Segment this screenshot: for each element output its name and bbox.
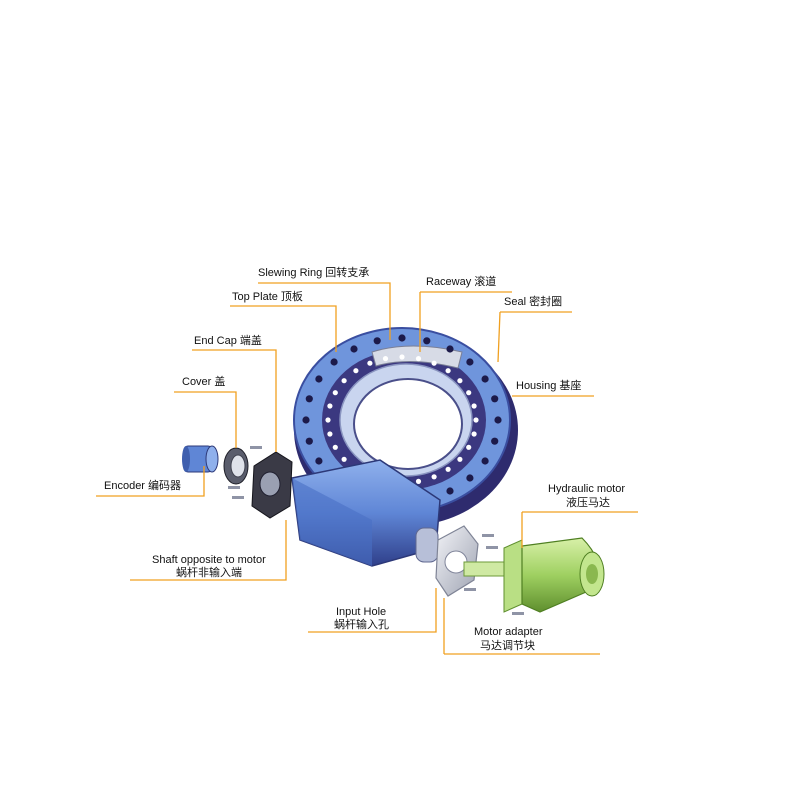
end-cap <box>251 451 293 519</box>
bolt-hole <box>382 356 389 362</box>
bolt-hole <box>457 456 463 462</box>
bolt-hole <box>327 403 333 409</box>
bolt-hole <box>398 334 406 342</box>
label-raceway: Raceway 滚道 <box>426 276 497 288</box>
bolt-hole <box>327 431 333 437</box>
bolt-hole <box>332 390 338 396</box>
bolt-hole <box>302 416 310 424</box>
bolt-hole <box>466 474 474 482</box>
encoder <box>182 445 219 473</box>
bolt-hole <box>353 368 359 374</box>
cover <box>223 447 249 485</box>
bolt-hole <box>446 345 454 353</box>
bolt-hole <box>350 345 358 353</box>
label-encoder: Encoder 编码器 <box>104 480 182 492</box>
bolt-hole <box>423 337 431 345</box>
label-motor-adapter-en: Motor adapter <box>474 626 543 638</box>
bolt-hole <box>315 375 323 383</box>
label-seal: Seal 密封圈 <box>504 296 563 308</box>
screws <box>228 446 524 615</box>
bolt-hole <box>325 417 331 423</box>
label-hydraulic-motor-en: Hydraulic motor <box>548 483 626 495</box>
bolt-hole <box>491 395 499 403</box>
label-hydraulic-motor-cn: 液压马达 <box>566 497 610 509</box>
bolt-hole <box>481 375 489 383</box>
bolt-hole <box>330 358 338 366</box>
bolt-hole <box>481 457 489 465</box>
bolt-hole <box>494 416 502 424</box>
label-shaft-opposite-cn: 蜗杆非输入端 <box>176 567 242 579</box>
bolt-hole <box>457 378 463 384</box>
bolt-hole <box>305 437 313 445</box>
hydraulic-motor <box>463 537 605 613</box>
bolt-hole <box>471 403 477 409</box>
leader-lines <box>96 282 638 655</box>
bolt-hole <box>305 395 313 403</box>
bolt-hole <box>341 456 347 462</box>
label-input-hole-en: Input Hole <box>336 606 387 618</box>
bolt-hole <box>431 360 437 366</box>
label-cover: Cover 盖 <box>182 376 226 388</box>
label-shaft-opposite-en: Shaft opposite to motor <box>152 554 266 566</box>
bolt-hole <box>473 417 479 423</box>
bolt-hole <box>431 474 437 480</box>
bolt-hole <box>466 390 472 396</box>
bolt-hole <box>415 478 422 484</box>
bolt-hole <box>446 487 454 495</box>
bolt-hole <box>332 444 338 450</box>
bolt-hole <box>471 431 477 437</box>
bolt-hole <box>445 466 451 472</box>
bolt-hole <box>373 337 381 345</box>
label-top-plate: Top Plate 顶板 <box>232 291 303 303</box>
label-end-cap: End Cap 端盖 <box>194 335 262 347</box>
bolt-hole <box>445 368 451 374</box>
bolt-hole <box>491 437 499 445</box>
bolt-hole <box>367 360 373 366</box>
label-motor-adapter-cn: 马达调节块 <box>480 640 535 652</box>
motor-adapter <box>435 525 479 597</box>
bolt-hole <box>341 378 347 384</box>
label-slewing-ring: Slewing Ring 回转支承 <box>258 267 370 279</box>
housing <box>291 459 441 567</box>
label-input-hole-cn: 蜗杆输入孔 <box>334 619 389 631</box>
bolt-hole <box>466 358 474 366</box>
label-housing: Housing 基座 <box>516 380 582 392</box>
bolt-hole <box>399 354 405 360</box>
bolt-hole <box>415 356 422 362</box>
bolt-hole <box>315 457 323 465</box>
bolt-hole <box>466 444 472 450</box>
